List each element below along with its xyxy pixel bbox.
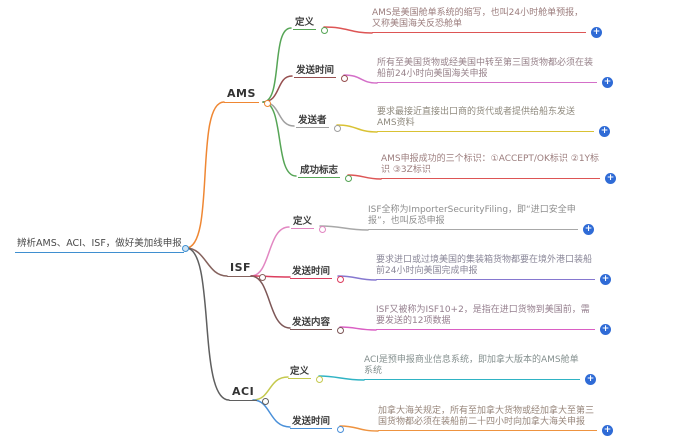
- collapse-handle-icon[interactable]: [337, 426, 345, 433]
- subtopic-aci-sendtime[interactable]: 发送时间: [290, 413, 345, 433]
- connector-aci-sendtime-leaf: [339, 425, 379, 432]
- leaf-text: 加拿大海关规定，所有至加拿大货物或经加拿大至第三国货物都必须在装船前二十四小时向…: [378, 406, 595, 427]
- leaf-ams-sendtime[interactable]: 所有至美国货物或经美国中转至第三国货物都必须在装船前24小时向美国海关申报 +: [377, 58, 613, 88]
- subtopic-label: 发送内容: [292, 317, 331, 328]
- subtopic-ams-sender[interactable]: 发送者: [296, 112, 341, 132]
- topic-aci-label: ACI: [232, 385, 255, 398]
- add-child-plus-icon[interactable]: +: [602, 77, 613, 88]
- connector-isf-definition: [250, 226, 290, 277]
- connector-ams-sender-leaf: [336, 124, 378, 133]
- leaf-text: ACI是预申报商业信息系统，即加拿大版本的AMS舱单系统: [364, 355, 579, 376]
- root-collapse-handle-icon[interactable]: [182, 245, 189, 252]
- leaf-text: 所有至美国货物或经美国中转至第三国货物都必须在装船前24小时向美国海关申报: [377, 58, 594, 79]
- connector-root-ams: [185, 101, 225, 249]
- add-child-plus-icon[interactable]: +: [602, 425, 613, 436]
- collapse-handle-icon[interactable]: [319, 226, 327, 233]
- subtopic-label: 定义: [295, 17, 315, 28]
- connector-ams-successmark-leaf: [347, 174, 382, 180]
- connector-ams-successmark: [262, 101, 297, 177]
- leaf-isf-sendtime[interactable]: 要求进口或过境美国的集装箱货物都要在境外港口装船前24小时向美国完成申报 +: [376, 255, 611, 285]
- leaf-text: 要求最接近直接出口商的货代或者提供给船东发送AMS资料: [377, 107, 576, 128]
- subtopic-isf-sendcontent[interactable]: 发送内容: [290, 314, 345, 334]
- subtopic-label: 发送时间: [292, 266, 331, 277]
- collapse-handle-icon[interactable]: [337, 276, 345, 283]
- add-child-plus-icon[interactable]: +: [583, 224, 594, 235]
- add-child-plus-icon[interactable]: +: [605, 173, 616, 184]
- connector-root-isf: [185, 247, 228, 277]
- leaf-ams-definition[interactable]: AMS是美国舱单系统的缩写，也叫24小时舱单预报，又称美国海关反恐舱单 +: [372, 8, 602, 38]
- leaf-isf-definition[interactable]: ISF全称为ImporterSecurityFiling，即“进口安全申报”，也…: [368, 205, 594, 235]
- aci-collapse-handle-icon[interactable]: [262, 398, 270, 405]
- collapse-handle-icon[interactable]: [345, 175, 353, 182]
- leaf-aci-definition[interactable]: ACI是预申报商业信息系统，即加拿大版本的AMS舱单系统 +: [364, 355, 596, 385]
- leaf-text: 要求进口或过境美国的集装箱货物都要在境外港口装船前24小时向美国完成申报: [376, 255, 593, 276]
- connector-isf-sendtime: [250, 275, 291, 278]
- subtopic-label: 发送时间: [296, 65, 335, 76]
- isf-collapse-handle-icon[interactable]: [259, 274, 267, 281]
- leaf-text: AMS申报成功的三个标识：①ACCEPT/OK标识 ②1Y标识 ③3Z标识: [381, 154, 600, 175]
- connector-isf-definition-leaf: [319, 225, 369, 231]
- ams-collapse-handle-icon[interactable]: [263, 100, 271, 107]
- subtopic-label: 发送者: [298, 115, 327, 126]
- subtopic-label: 成功标志: [300, 165, 339, 176]
- topic-ams-label: AMS: [227, 87, 256, 100]
- root-topic[interactable]: 辨析AMS、ACI、ISF，做好美加线申报: [15, 235, 184, 253]
- collapse-handle-icon[interactable]: [337, 327, 345, 334]
- leaf-text: AMS是美国舱单系统的缩写，也叫24小时舱单预报，又称美国海关反恐舱单: [372, 8, 584, 29]
- add-child-plus-icon[interactable]: +: [600, 274, 611, 285]
- leaf-text: ISF全称为ImporterSecurityFiling，即“进口安全申报”，也…: [368, 205, 576, 226]
- connector-ams-sendtime-leaf: [343, 74, 378, 84]
- connector-ams-definition-leaf: [323, 26, 373, 34]
- add-child-plus-icon[interactable]: +: [599, 126, 610, 137]
- subtopic-label: 定义: [290, 366, 310, 377]
- subtopic-aci-definition[interactable]: 定义: [288, 363, 324, 383]
- leaf-ams-successmark[interactable]: AMS申报成功的三个标识：①ACCEPT/OK标识 ②1Y标识 ③3Z标识 +: [381, 154, 616, 184]
- leaf-isf-sendcontent[interactable]: ISF又被称为ISF10+2，是指在进口货物到美国前，需要发送的12项数据 +: [376, 305, 611, 335]
- subtopic-ams-sendtime[interactable]: 发送时间: [294, 62, 349, 82]
- add-child-plus-icon[interactable]: +: [591, 27, 602, 38]
- connector-ams-definition: [262, 27, 292, 103]
- connector-aci-definition: [252, 376, 289, 401]
- leaf-ams-sender[interactable]: 要求最接近直接出口商的货代或者提供给船东发送AMS资料 +: [377, 107, 610, 137]
- subtopic-isf-definition[interactable]: 定义: [291, 213, 327, 233]
- connector-aci-definition-leaf: [318, 375, 365, 381]
- leaf-text: ISF又被称为ISF10+2，是指在进口货物到美国前，需要发送的12项数据: [376, 305, 590, 326]
- collapse-handle-icon[interactable]: [333, 125, 341, 132]
- add-child-plus-icon[interactable]: +: [585, 374, 596, 385]
- connector-isf-sendcontent: [250, 275, 291, 329]
- connector-root-aci: [185, 247, 230, 401]
- connector-ams-sendtime: [262, 75, 293, 103]
- subtopic-ams-definition[interactable]: 定义: [293, 14, 329, 34]
- collapse-handle-icon[interactable]: [316, 376, 324, 383]
- collapse-handle-icon[interactable]: [321, 27, 329, 34]
- add-child-plus-icon[interactable]: +: [600, 324, 611, 335]
- subtopic-isf-sendtime[interactable]: 发送时间: [290, 263, 345, 283]
- topic-isf-label: ISF: [230, 261, 252, 274]
- topic-aci[interactable]: ACI: [229, 385, 270, 405]
- topic-isf[interactable]: ISF: [227, 261, 267, 281]
- collapse-handle-icon[interactable]: [341, 75, 349, 82]
- connector-aci-sendtime: [252, 399, 291, 428]
- connector-isf-sendcontent-leaf: [339, 326, 377, 331]
- subtopic-ams-successmark[interactable]: 成功标志: [298, 162, 353, 182]
- topic-ams[interactable]: AMS: [224, 87, 271, 107]
- subtopic-label: 发送时间: [292, 416, 331, 427]
- subtopic-label: 定义: [293, 216, 313, 227]
- leaf-aci-sendtime[interactable]: 加拿大海关规定，所有至加拿大货物或经加拿大至第三国货物都必须在装船前二十四小时向…: [378, 406, 613, 436]
